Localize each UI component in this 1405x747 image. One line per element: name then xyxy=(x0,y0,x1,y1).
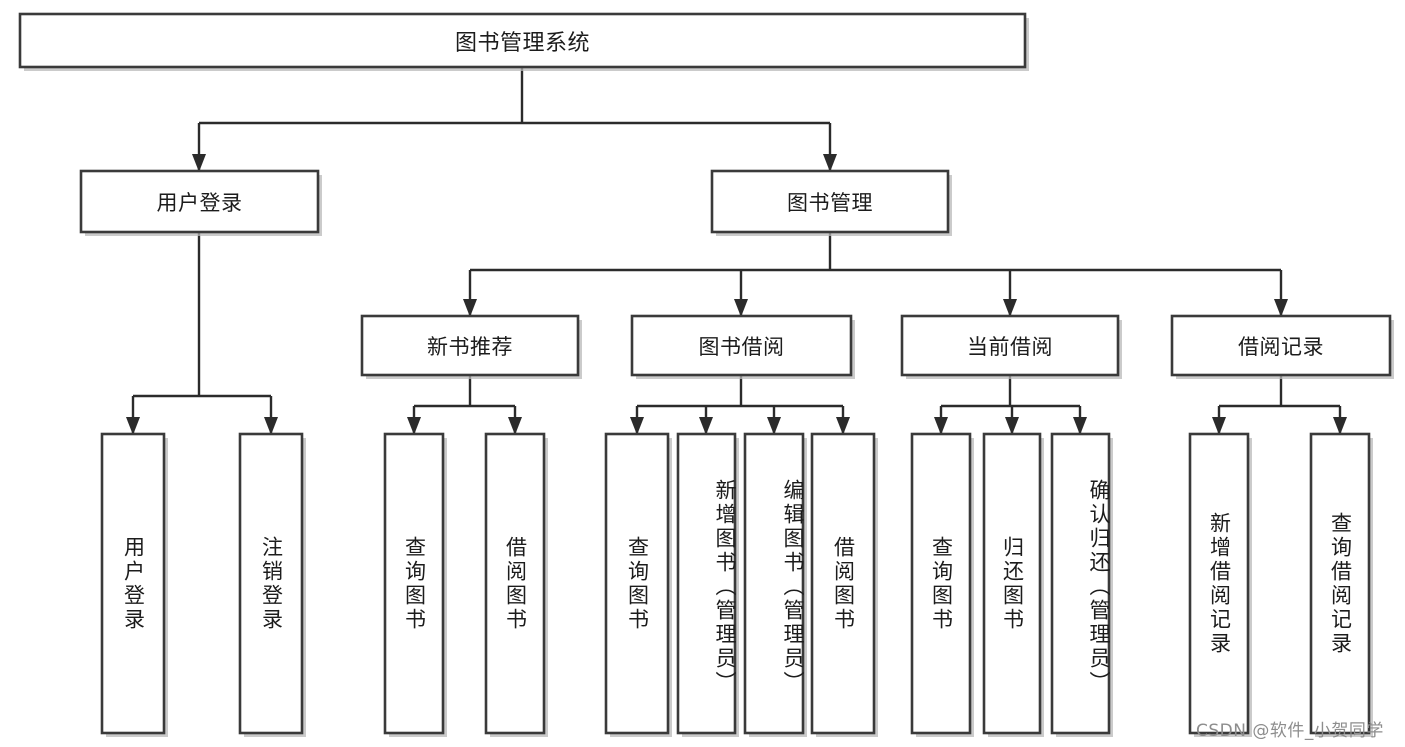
edge-arrowhead xyxy=(192,154,206,172)
edge-arrowhead xyxy=(1333,417,1347,435)
nodes-layer xyxy=(18,12,1394,737)
node-box-add-borrow-record[interactable] xyxy=(1188,432,1250,735)
edge-arrowhead xyxy=(407,417,421,435)
edge-arrowhead xyxy=(1212,417,1226,435)
edge-arrowhead xyxy=(630,417,644,435)
edge-arrowhead xyxy=(1003,299,1017,317)
node-box-new-book-recommendation[interactable] xyxy=(360,314,580,377)
edge-arrowhead xyxy=(767,417,781,435)
edge-arrowhead xyxy=(264,417,278,435)
node-box-query-book[interactable] xyxy=(383,432,445,735)
node-box-borrow-book[interactable] xyxy=(810,432,876,735)
node-box-user-login[interactable] xyxy=(100,432,166,735)
node-box-query-borrow-record[interactable] xyxy=(1309,432,1371,735)
edge-arrowhead xyxy=(934,417,948,435)
node-box-return-book[interactable] xyxy=(982,432,1042,735)
node-box-logout[interactable] xyxy=(238,432,304,735)
node-box-book-borrowing[interactable] xyxy=(630,314,853,377)
edge-arrowhead xyxy=(699,417,713,435)
node-box-add-book-admin[interactable] xyxy=(676,432,737,735)
edges-layer xyxy=(126,67,1347,435)
node-box-library-management-system[interactable] xyxy=(18,12,1027,69)
node-box-edit-book-admin[interactable] xyxy=(743,432,805,735)
edge-arrowhead xyxy=(1073,417,1087,435)
edge-arrowhead xyxy=(836,417,850,435)
node-box-borrow-book[interactable] xyxy=(484,432,546,735)
node-box-query-book[interactable] xyxy=(910,432,972,735)
edge-arrowhead xyxy=(508,417,522,435)
edge-arrowhead xyxy=(463,299,477,317)
edge-arrowhead xyxy=(126,417,140,435)
edge-arrowhead xyxy=(1005,417,1019,435)
edge-arrowhead xyxy=(823,154,837,172)
node-box-confirm-return-admin[interactable] xyxy=(1050,432,1111,735)
node-box-book-management[interactable] xyxy=(710,169,950,234)
node-box-borrowing-records[interactable] xyxy=(1170,314,1392,377)
node-box-current-borrowing[interactable] xyxy=(900,314,1120,377)
edge-arrowhead xyxy=(1274,299,1288,317)
edge-arrowhead xyxy=(734,299,748,317)
node-box-user-login[interactable] xyxy=(79,169,320,234)
node-box-query-book[interactable] xyxy=(604,432,670,735)
